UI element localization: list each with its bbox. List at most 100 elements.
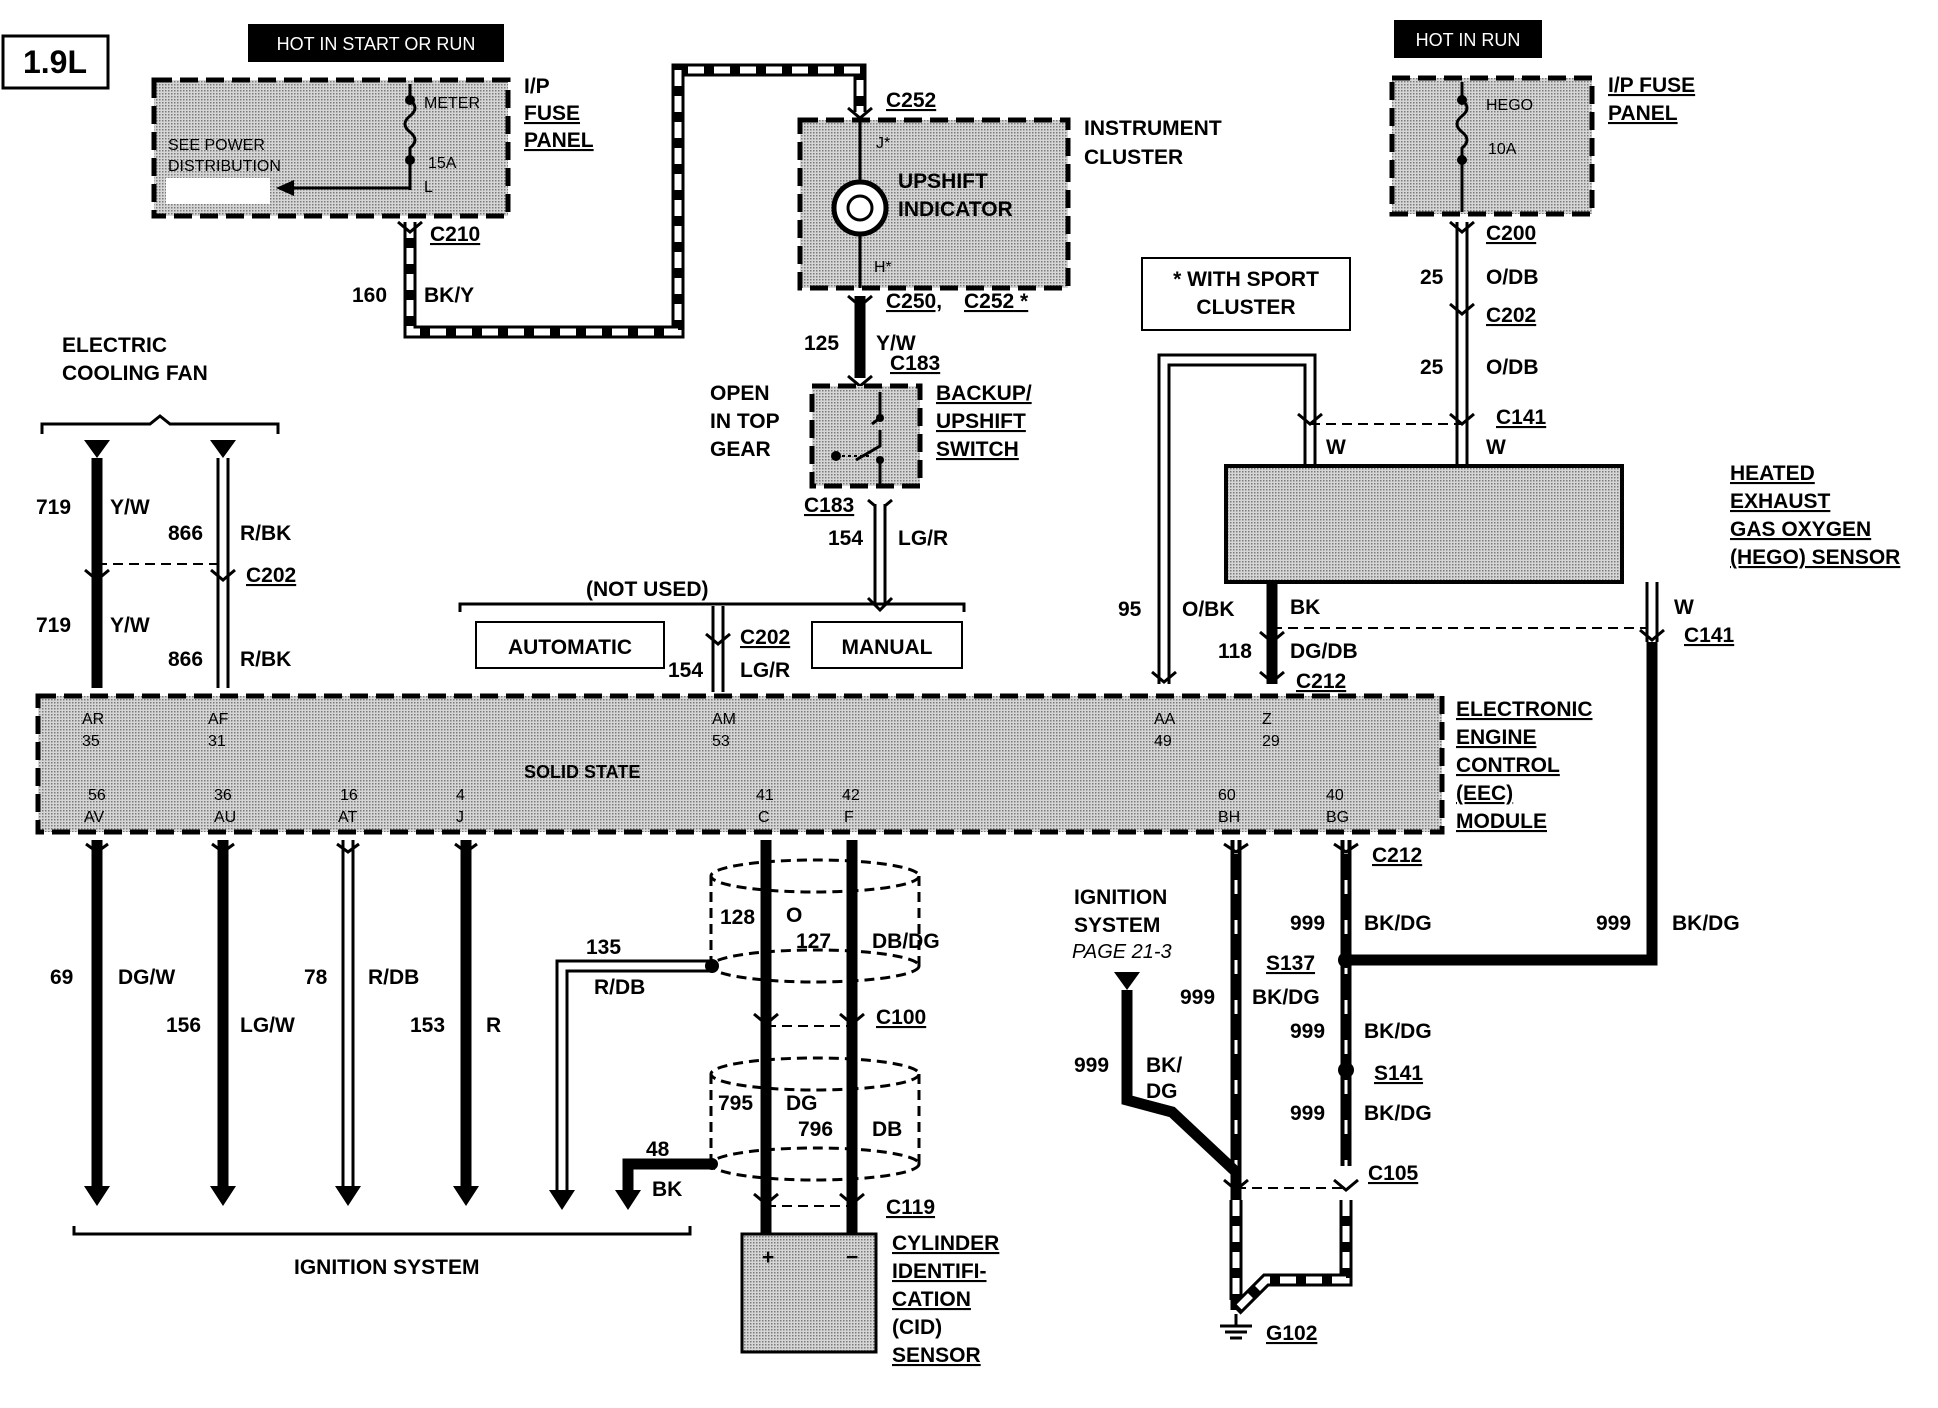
connector-c141-bottom: C141 (1684, 624, 1735, 647)
svg-text:C210: C210 (430, 223, 480, 246)
svg-text:OPEN: OPEN (710, 382, 770, 405)
svg-text:MANUAL: MANUAL (842, 636, 933, 659)
splice-s137-label: S137 (1266, 952, 1315, 975)
svg-text:AR: AR (82, 711, 104, 728)
svg-text:C100: C100 (876, 1006, 926, 1029)
svg-text:BK/DG: BK/DG (1364, 912, 1432, 935)
svg-text:I/P FUSE: I/P FUSE (1608, 74, 1695, 97)
svg-text:SWITCH: SWITCH (936, 438, 1019, 461)
ignition-right-label-1: IGNITION (1074, 886, 1167, 909)
connector-c105: C105 (1368, 1162, 1419, 1185)
svg-text:METER: METER (424, 95, 480, 112)
ignition-right-page: PAGE 21-3 (1072, 941, 1172, 963)
svg-text:719: 719 (36, 496, 71, 519)
manual-box: MANUAL (811, 621, 963, 669)
svg-text:(CID): (CID) (892, 1316, 942, 1339)
svg-text:999: 999 (1596, 912, 1631, 935)
ground-g102-icon (1220, 1314, 1252, 1340)
upshift-indicator-lamp-icon (831, 179, 889, 237)
svg-text:31: 31 (208, 733, 226, 750)
wire-160-color: BK/Y (424, 284, 474, 307)
svg-text:MODULE: MODULE (1456, 810, 1547, 833)
svg-text:999: 999 (1290, 1102, 1325, 1125)
svg-text:48: 48 (646, 1138, 670, 1161)
shield-upper (709, 858, 921, 984)
svg-text:* WITH SPORT: * WITH SPORT (1173, 268, 1319, 291)
svg-text:128: 128 (720, 906, 755, 929)
svg-text:BK/DG: BK/DG (1364, 1020, 1432, 1043)
svg-text:C183: C183 (804, 494, 854, 517)
svg-text:W: W (1326, 436, 1346, 459)
svg-text:(HEGO) SENSOR: (HEGO) SENSOR (1730, 546, 1900, 569)
svg-text:W: W (1486, 436, 1506, 459)
svg-text:J*: J* (876, 135, 890, 152)
svg-text:Y/W: Y/W (110, 614, 150, 637)
svg-text:C212: C212 (1372, 844, 1422, 867)
splice-s137 (1338, 952, 1354, 968)
svg-text:125: 125 (804, 332, 839, 355)
svg-text:IDENTIFI-: IDENTIFI- (892, 1260, 987, 1283)
svg-text:C202: C202 (740, 626, 790, 649)
svg-text:16: 16 (340, 787, 358, 804)
svg-text:DB: DB (872, 1118, 902, 1141)
svg-text:BH: BH (1218, 809, 1240, 826)
svg-text:C202: C202 (246, 564, 296, 587)
svg-text:SEE POWER: SEE POWER (168, 137, 265, 154)
svg-text:25: 25 (1420, 356, 1444, 379)
eec-module: SOLID STATE ELECTRONIC ENGINE CONTROL (E… (35, 693, 1593, 835)
svg-text:C141: C141 (1684, 624, 1735, 647)
svg-text:H*: H* (874, 259, 892, 276)
svg-text:O/DB: O/DB (1486, 356, 1539, 379)
svg-text:AF: AF (208, 711, 229, 728)
svg-text:R: R (486, 1014, 501, 1037)
connector-c202-fan: C202 (246, 564, 296, 587)
hot-in-run-label: HOT IN RUN (1394, 20, 1542, 58)
svg-text:PANEL: PANEL (524, 129, 594, 152)
svg-text:69: 69 (50, 966, 73, 989)
svg-text:154: 154 (668, 659, 703, 682)
svg-text:127: 127 (796, 930, 831, 953)
svg-text:GAS OXYGEN: GAS OXYGEN (1730, 518, 1871, 541)
svg-text:LG/R: LG/R (740, 659, 790, 682)
engine-badge: 1.9L (1, 34, 110, 90)
instrument-cluster: J* H* UPSHIFT INDICATOR INSTRUMENT CLUST… (797, 117, 1222, 291)
svg-text:78: 78 (304, 966, 328, 989)
splice-s141-label: S141 (1374, 1062, 1423, 1085)
eec-pins-top: AR 35 AF 31 AM 53 AA 49 Z 29 (82, 711, 1280, 750)
svg-text:INDICATOR: INDICATOR (898, 198, 1013, 221)
svg-text:HEATED: HEATED (1730, 462, 1815, 485)
svg-text:1.9L: 1.9L (23, 44, 87, 80)
svg-text:153: 153 (410, 1014, 445, 1037)
connector-c252-top: C252 (847, 89, 936, 120)
connector-c200: C200 (1449, 220, 1536, 245)
svg-text:C141: C141 (1496, 406, 1547, 429)
svg-text:999: 999 (1074, 1054, 1109, 1077)
svg-text:25: 25 (1420, 266, 1444, 289)
svg-text:10A: 10A (1488, 141, 1517, 158)
svg-text:C202: C202 (1486, 304, 1536, 327)
svg-text:(EEC): (EEC) (1456, 782, 1513, 805)
svg-text:BK: BK (652, 1178, 682, 1201)
svg-text:135: 135 (586, 936, 621, 959)
svg-text:29: 29 (1262, 733, 1280, 750)
svg-text:R/DB: R/DB (368, 966, 419, 989)
connector-c210: C210 (397, 220, 480, 246)
splice-s141 (1338, 1062, 1354, 1078)
svg-text:DG/DB: DG/DB (1290, 640, 1358, 663)
svg-text:999: 999 (1180, 986, 1215, 1009)
svg-text:−: − (846, 1246, 858, 1269)
svg-text:154: 154 (828, 527, 863, 550)
svg-text:GEAR: GEAR (710, 438, 771, 461)
svg-text:O: O (786, 904, 802, 927)
connector-c202-trans: C202 (705, 626, 790, 649)
svg-text:866: 866 (168, 522, 203, 545)
svg-text:SOLID STATE: SOLID STATE (524, 762, 640, 782)
svg-text:F: F (844, 809, 854, 826)
svg-text:I/P: I/P (524, 75, 550, 98)
svg-text:Z: Z (1262, 711, 1272, 728)
ignition-right-label-2: SYSTEM (1074, 914, 1160, 937)
svg-text:BK/DG: BK/DG (1252, 986, 1320, 1009)
svg-text:AA: AA (1154, 711, 1176, 728)
svg-text:UPSHIFT: UPSHIFT (898, 170, 988, 193)
